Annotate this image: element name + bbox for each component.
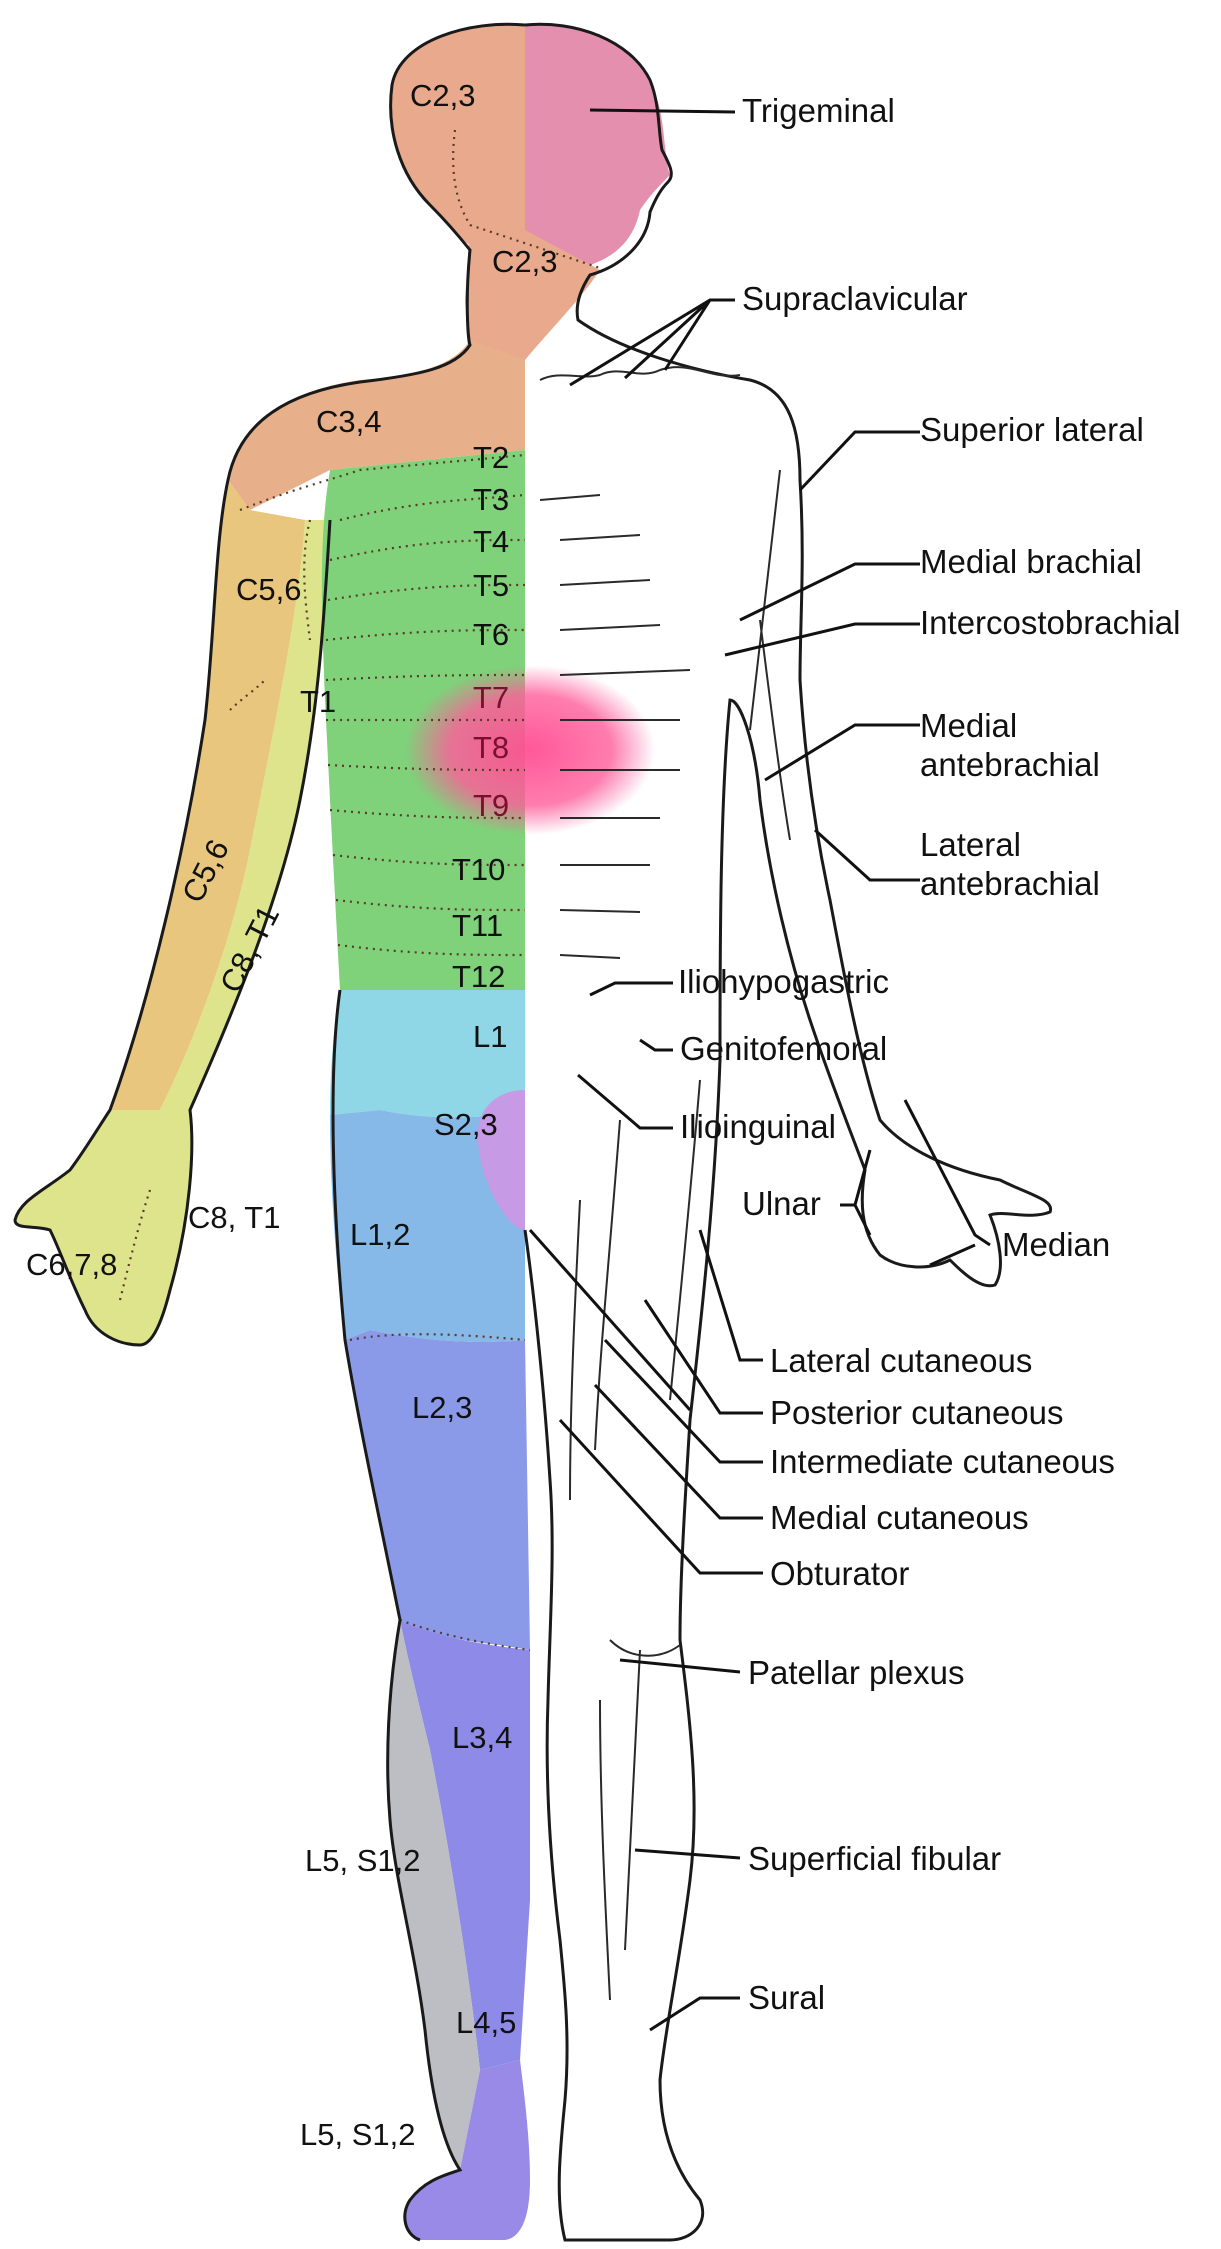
label-superficial-fibular: Superficial fibular — [748, 1840, 1001, 1877]
label-t3: T3 — [473, 482, 509, 517]
label-genitofemoral: Genitofemoral — [680, 1030, 887, 1067]
label-s23: S2,3 — [434, 1107, 498, 1142]
label-intercostobrachial: Intercostobrachial — [920, 604, 1180, 641]
label-ilioinguinal: Ilioinguinal — [680, 1108, 836, 1145]
label-t9: T9 — [473, 788, 509, 823]
label-l5s12-upper: L5, S1,2 — [305, 1843, 420, 1878]
label-t11: T11 — [452, 908, 503, 943]
label-intermediate-cutaneous: Intermediate cutaneous — [770, 1443, 1115, 1480]
label-ulnar: Ulnar — [742, 1185, 821, 1222]
label-t8: T8 — [473, 730, 509, 765]
label-supraclavicular: Supraclavicular — [742, 280, 968, 317]
label-l34: L3,4 — [452, 1720, 512, 1755]
nerve-branches — [540, 367, 790, 2000]
label-patellar-plexus: Patellar plexus — [748, 1654, 964, 1691]
label-c34: C3,4 — [316, 404, 381, 439]
label-t12: T12 — [452, 959, 505, 994]
label-sural: Sural — [748, 1979, 825, 2016]
label-c23-scalp: C2,3 — [410, 78, 475, 113]
label-lateral-cutaneous: Lateral cutaneous — [770, 1342, 1032, 1379]
label-lateral-antebrachial-2: antebrachial — [920, 865, 1100, 902]
label-c678: C6,7,8 — [26, 1247, 117, 1282]
label-medial-brachial: Medial brachial — [920, 543, 1142, 580]
label-l5s12-lower: L5, S1,2 — [300, 2117, 415, 2152]
label-l23: L2,3 — [412, 1390, 472, 1425]
label-obturator: Obturator — [770, 1555, 909, 1592]
label-posterior-cutaneous: Posterior cutaneous — [770, 1394, 1064, 1431]
label-t2: T2 — [473, 440, 509, 475]
label-l45: L4,5 — [456, 2005, 516, 2040]
label-t4: T4 — [473, 524, 509, 559]
label-iliohypogastric: Iliohypogastric — [678, 963, 889, 1000]
label-t6: T6 — [473, 617, 509, 652]
label-t7: T7 — [473, 680, 509, 715]
pain-highlight — [405, 665, 655, 835]
label-t1: T1 — [300, 684, 336, 719]
label-superior-lateral: Superior lateral — [920, 411, 1144, 448]
label-c23-neck: C2,3 — [492, 244, 557, 279]
label-medial-cutaneous: Medial cutaneous — [770, 1499, 1029, 1536]
label-medial-antebrachial-2: antebrachial — [920, 746, 1100, 783]
label-l12: L1,2 — [350, 1217, 410, 1252]
leader-lines — [530, 110, 990, 2030]
label-l1: L1 — [473, 1019, 507, 1054]
label-median: Median — [1002, 1226, 1110, 1263]
label-c56-shoulder: C5,6 — [236, 572, 301, 607]
label-t5: T5 — [473, 568, 509, 603]
dermatome-colored-half — [15, 24, 670, 2240]
label-trigeminal: Trigeminal — [742, 92, 895, 129]
label-t10: T10 — [452, 852, 505, 887]
label-medial-antebrachial-1: Medial — [920, 707, 1017, 744]
label-c8t1-hand: C8, T1 — [188, 1200, 280, 1235]
label-lateral-antebrachial-1: Lateral — [920, 826, 1021, 863]
